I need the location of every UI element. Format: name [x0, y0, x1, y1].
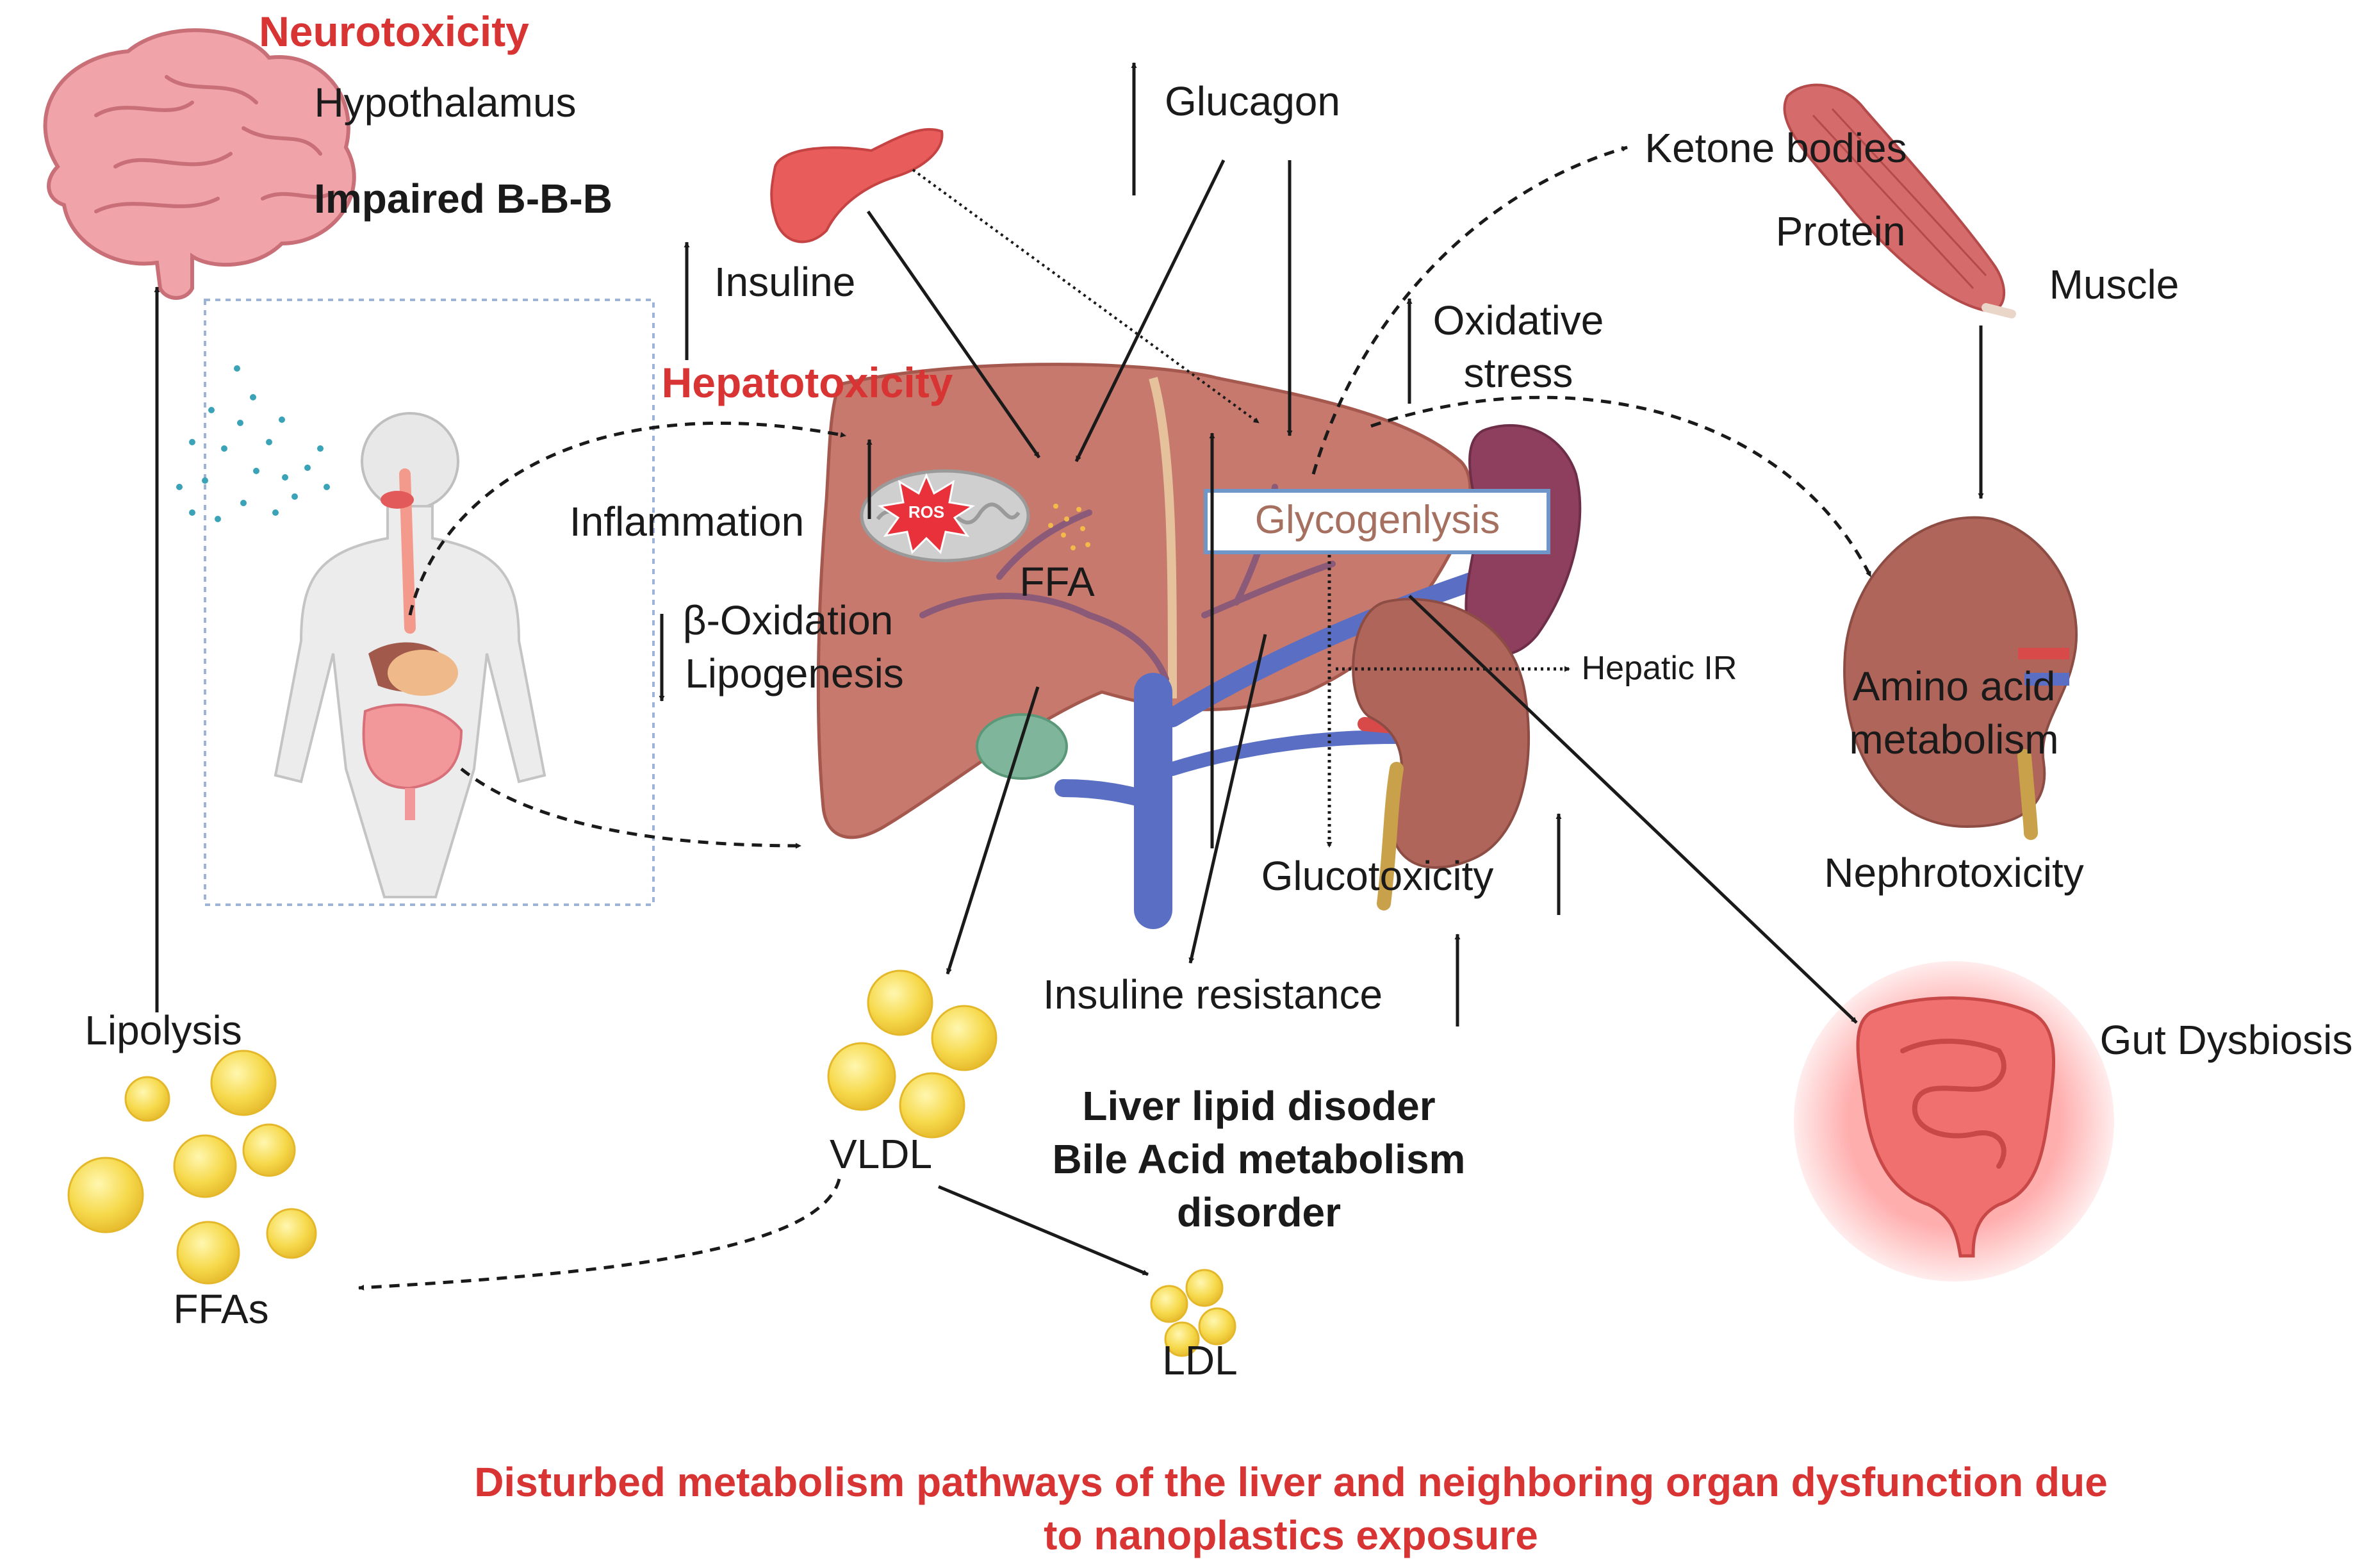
- pathway-arrows: [154, 62, 1984, 1291]
- arrow-glucagon-to-ffa: [1074, 159, 1226, 463]
- arrow-liver-to-insuline-resistance: [1188, 634, 1267, 964]
- pancreas-icon: [770, 128, 944, 243]
- vldl-label: VLDL: [830, 1131, 932, 1177]
- arrow-liver-to-kidney: [1370, 395, 1873, 578]
- gut-dysbiosis-label: Gut Dysbiosis: [2100, 1017, 2353, 1063]
- oxidative-label: Oxidative: [1433, 297, 1604, 343]
- ros-label: ROS: [908, 502, 944, 522]
- ffa-droplets-icon: [67, 1050, 317, 1285]
- ffas-label: FFAs: [173, 1286, 268, 1332]
- impaired-bbb-label: Impaired B-B-B: [314, 176, 612, 222]
- human-body-icon: [274, 412, 546, 898]
- arrow-inhalation-to-liver: [408, 421, 846, 616]
- inflammation-label: Inflammation: [570, 499, 804, 545]
- metabolism-label: metabolism: [1849, 716, 2058, 762]
- insuline-resistance-label: Insuline resistance: [1043, 971, 1383, 1018]
- bile-acid-label: Bile Acid metabolism: [1053, 1136, 1466, 1182]
- nephrotoxicity-label: Nephrotoxicity: [1824, 850, 2084, 896]
- glucagon-label: Glucagon: [1165, 78, 1340, 124]
- arrow-pancreas-to-ffa: [866, 210, 1041, 459]
- amino-acid-label: Amino acid: [1853, 663, 2056, 709]
- nanoplastic-particles-icon: [176, 365, 330, 522]
- arrow-liver-to-gut: [1408, 595, 1858, 1024]
- arrow-pancreas-to-liver: [912, 169, 1260, 424]
- beta-oxidation-label: β-Oxidation: [683, 597, 894, 643]
- hypothalamus-label: Hypothalamus: [314, 79, 576, 126]
- arrow-liver-to-vldl: [946, 686, 1040, 975]
- glucotoxicity-label: Glucotoxicity: [1261, 853, 1494, 899]
- ketone-bodies-label: Ketone bodies: [1645, 125, 1907, 171]
- caption-line-1: Disturbed metabolism pathways of the liv…: [474, 1459, 2108, 1505]
- gut-dysbiosis-icon: [1794, 961, 2114, 1282]
- insuline-label: Insuline: [714, 259, 856, 305]
- body-panel: [204, 299, 655, 906]
- liver-lipid-disorder-label: Liver lipid disoder: [1082, 1083, 1435, 1129]
- muscle-label: Muscle: [2049, 261, 2179, 308]
- ffa-dots-icon: [1048, 504, 1090, 550]
- neurotoxicity-heading: Neurotoxicity: [259, 8, 529, 55]
- ldl-label: LDL: [1162, 1337, 1237, 1383]
- ffa-label: FFA: [1019, 559, 1095, 605]
- disorder-label: disorder: [1177, 1189, 1341, 1235]
- right-kidney-icon: [1843, 516, 2078, 840]
- brain-icon: [43, 28, 356, 300]
- ldl-droplets-icon: [1150, 1269, 1236, 1357]
- glycogenlysis-box: [1204, 489, 1550, 554]
- ros-burst-icon: [877, 473, 976, 554]
- muscle-icon: [1783, 83, 2016, 318]
- protein-label: Protein: [1776, 208, 1906, 254]
- arrow-vldl-to-ldl: [938, 1185, 1149, 1276]
- hepatotoxicity-heading: Hepatotoxicity: [662, 359, 953, 406]
- stress-label: stress: [1464, 350, 1573, 396]
- glycogenlysis-label: Glycogenlysis: [1255, 498, 1500, 542]
- hepatic-ir-label: Hepatic IR: [1582, 650, 1737, 687]
- caption-line-2: to nanoplastics exposure: [1044, 1512, 1538, 1558]
- lipogenesis-label: Lipogenesis: [685, 650, 904, 696]
- vldl-droplets-icon: [827, 969, 997, 1139]
- arrow-gut-to-liver: [460, 768, 801, 849]
- lipolysis-label: Lipolysis: [85, 1007, 242, 1053]
- arrow-liver-to-ketone: [1311, 145, 1628, 475]
- arrow-vldl-to-ffas: [358, 1178, 841, 1291]
